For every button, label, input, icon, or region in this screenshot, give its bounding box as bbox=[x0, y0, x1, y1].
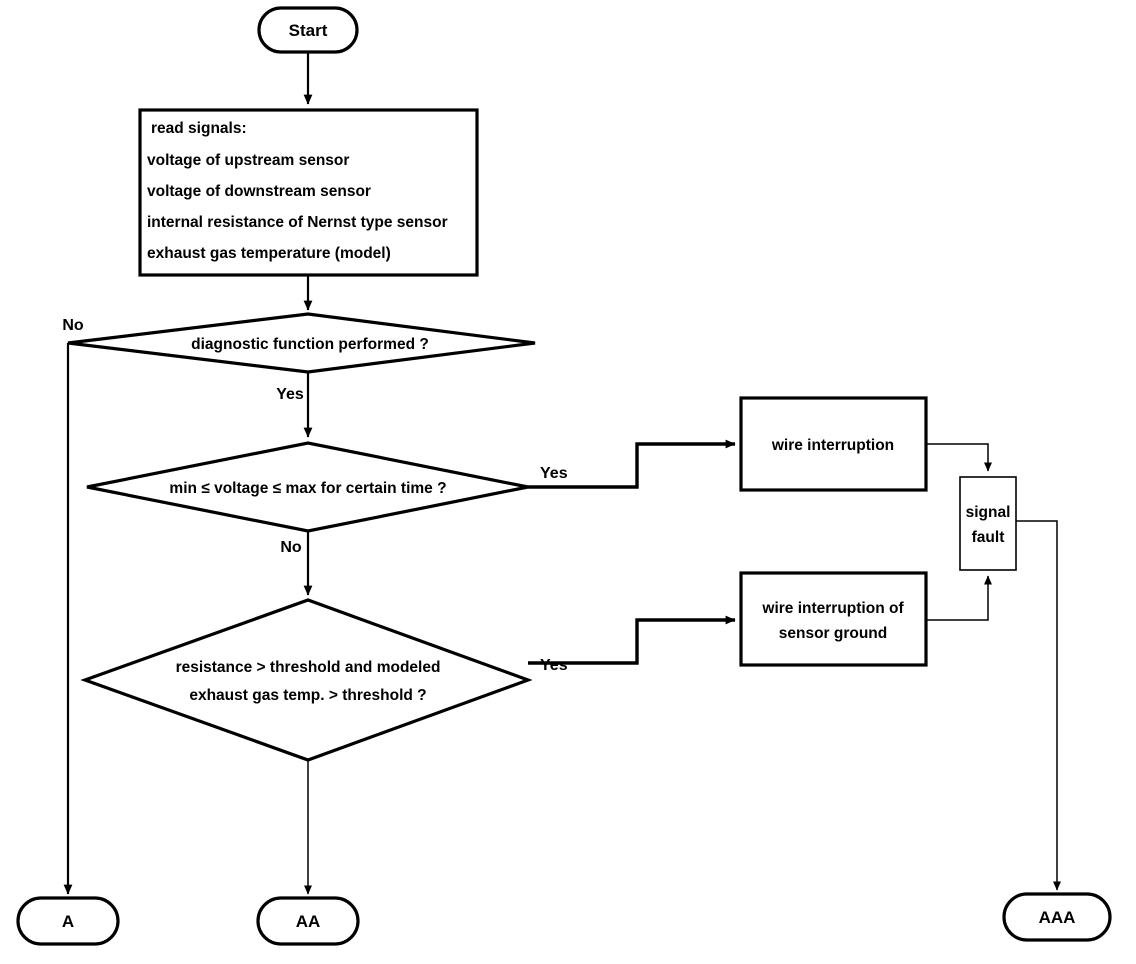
node-wire-interruption[interactable]: wire interruption bbox=[739, 396, 928, 492]
connector-aa-label: AA bbox=[296, 912, 321, 931]
node-connector-aaa[interactable]: AAA bbox=[1002, 892, 1112, 942]
connector-aa-shape bbox=[256, 896, 360, 946]
node-connector-a[interactable]: A bbox=[16, 896, 120, 946]
connector-a-shape bbox=[16, 896, 120, 946]
node-decision-resistance[interactable]: resistance > threshold and modeled exhau… bbox=[80, 598, 533, 762]
decision-diagnostic-shape bbox=[67, 312, 536, 374]
wire-interruption-shape bbox=[739, 396, 928, 492]
node-wire-interruption-ground[interactable]: wire interruption of sensor ground bbox=[739, 571, 928, 667]
read-signals-line-1: read signals: bbox=[151, 120, 247, 137]
edge-wire-interruption-ground-to-signal-fault bbox=[926, 575, 993, 621]
edge-label-diagnostic-yes: Yes bbox=[276, 386, 304, 403]
node-read-signals[interactable]: read signals: voltage of upstream sensor… bbox=[138, 108, 479, 277]
read-signals-line-2: voltage of upstream sensor bbox=[147, 152, 349, 169]
edge-labels-layer: No Yes Yes No Yes bbox=[62, 317, 567, 674]
decision-resistance-line-1: resistance > threshold and modeled bbox=[176, 659, 441, 676]
edge-label-diagnostic-no: No bbox=[62, 317, 84, 334]
read-signals-shape bbox=[138, 108, 479, 277]
connector-aaa-shape bbox=[1002, 892, 1112, 942]
edge-label-resistance-yes: Yes bbox=[540, 657, 568, 674]
edge-label-voltage-no: No bbox=[280, 539, 302, 556]
edge-wire-interruption-to-signal-fault bbox=[926, 443, 992, 472]
signal-fault-line-2: fault bbox=[972, 529, 1005, 546]
edge-label-voltage-yes: Yes bbox=[540, 465, 568, 482]
decision-resistance-line-2: exhaust gas temp. > threshold ? bbox=[189, 687, 426, 704]
decision-diagnostic-label: diagnostic function performed ? bbox=[191, 336, 429, 353]
signal-fault-shape bbox=[959, 476, 1017, 571]
edge-voltage-yes-to-wire-interruption bbox=[528, 439, 736, 489]
signal-fault-line-1: signal bbox=[966, 504, 1011, 521]
start-label: Start bbox=[289, 21, 328, 40]
wire-interruption-label: wire interruption bbox=[771, 437, 894, 454]
connector-aaa-label: AAA bbox=[1039, 908, 1076, 927]
node-connector-aa[interactable]: AA bbox=[256, 896, 360, 946]
read-signals-line-5: exhaust gas temperature (model) bbox=[147, 245, 391, 262]
node-decision-voltage[interactable]: min ≤ voltage ≤ max for certain time ? bbox=[86, 441, 529, 533]
wire-interruption-ground-shape bbox=[739, 571, 928, 667]
node-signal-fault[interactable]: signal fault bbox=[959, 476, 1017, 571]
edges-layer bbox=[63, 52, 1061, 895]
decision-resistance-shape bbox=[80, 598, 533, 762]
node-start[interactable]: Start bbox=[257, 6, 359, 54]
read-signals-line-4: internal resistance of Nernst type senso… bbox=[147, 214, 448, 231]
decision-voltage-shape bbox=[86, 441, 529, 533]
connector-a-label: A bbox=[62, 912, 74, 931]
edge-signal-fault-to-aaa bbox=[1016, 520, 1061, 891]
node-decision-diagnostic[interactable]: diagnostic function performed ? bbox=[67, 312, 536, 374]
decision-voltage-label: min ≤ voltage ≤ max for certain time ? bbox=[169, 480, 446, 497]
start-shape bbox=[257, 6, 359, 54]
read-signals-line-3: voltage of downstream sensor bbox=[147, 183, 371, 200]
wire-interruption-ground-line-2: sensor ground bbox=[779, 625, 888, 642]
wire-interruption-ground-line-1: wire interruption of bbox=[761, 600, 904, 617]
edge-resistance-yes-to-wire-interruption-ground bbox=[528, 615, 736, 665]
